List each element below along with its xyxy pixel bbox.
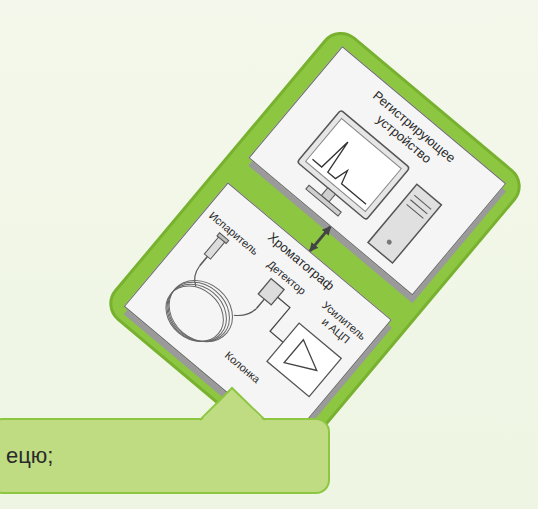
part-label: Усилитель и АЦП — [308, 296, 372, 356]
part-label: Испаритель — [206, 209, 268, 264]
node-title: ецю; — [6, 420, 306, 492]
connector-layer — [105, 27, 526, 463]
callout-pointer — [190, 386, 270, 426]
callout-box: ецю; — [0, 418, 330, 494]
node-title: Регистрирующее устройство — [341, 73, 476, 194]
green-frame: ХроматографИспарительКолонкаДетекторУсил… — [100, 23, 529, 467]
data-link-arrow — [310, 227, 331, 252]
